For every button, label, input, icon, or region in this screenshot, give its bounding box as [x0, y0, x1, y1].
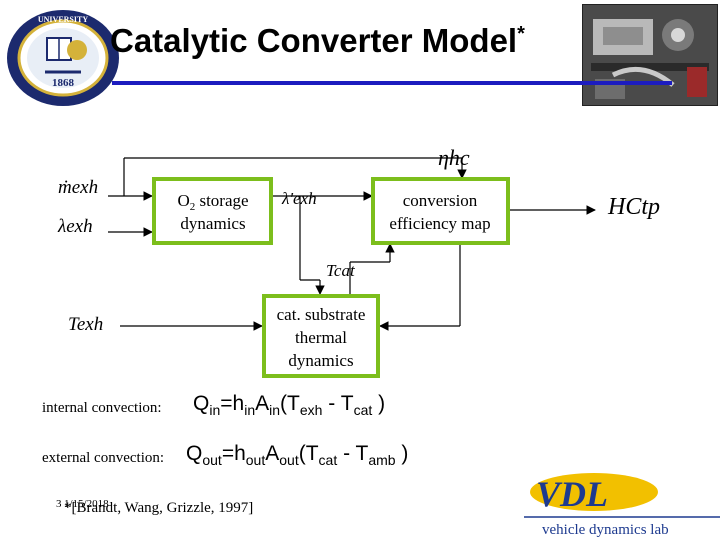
conversion-line1: conversion	[403, 191, 478, 210]
conversion-line2: efficiency map	[389, 214, 490, 233]
thermal-line1: cat. substrate	[277, 305, 366, 324]
external-convection-label: external convection:	[42, 450, 164, 466]
internal-convection-equation: Qin=hinAin(Texh - Tcat )	[193, 392, 385, 418]
mdot-exh-label: ṁexh	[58, 177, 98, 198]
slide-title-text: Catalytic Converter Model	[110, 22, 518, 59]
thermal-line2: thermal	[295, 328, 347, 347]
o2-storage-line1: O2 storage	[177, 191, 248, 213]
o2-storage-line2: dynamics	[180, 214, 245, 233]
conversion-efficiency-block: conversion efficiency map	[371, 177, 510, 245]
eta-hc-label: ηhc	[438, 145, 470, 170]
external-convection-equation: Qout=houtAout(Tcat - Tamb )	[186, 442, 408, 468]
svg-text:UNIVERSITY: UNIVERSITY	[38, 15, 88, 24]
t-exh-label: Texh	[68, 314, 103, 335]
signal-lines	[108, 157, 596, 331]
university-seal-logo: 1868 UNIVERSITY	[7, 10, 119, 106]
lambda-exh-label: λexh	[57, 216, 93, 237]
lambda-exh-prime-label: λ'exh	[281, 189, 317, 208]
vdl-logo: VDL vehicle dynamics lab	[524, 473, 720, 538]
slide-number: 3	[56, 498, 62, 510]
title-footnote-mark: *	[517, 23, 525, 45]
engine-photo	[582, 4, 718, 106]
internal-convection-label: internal convection:	[42, 400, 162, 416]
thermal-dynamics-block: cat. substrate thermal dynamics	[262, 294, 380, 378]
vdl-logo-letters: VDL	[536, 474, 608, 514]
title-underline	[112, 81, 672, 85]
svg-text:1868: 1868	[52, 77, 75, 89]
citation: *[Brandt, Wang, Grizzle, 1997]	[64, 500, 253, 516]
hc-tp-label: HCtp	[607, 194, 660, 220]
thermal-line3: dynamics	[288, 351, 353, 370]
slide-title: Catalytic Converter Model*	[110, 22, 525, 60]
vdl-logo-subtitle: vehicle dynamics lab	[542, 522, 669, 538]
slide-date: 1/15/2018	[64, 498, 109, 510]
t-cat-label: Tcat	[326, 261, 356, 280]
o2-storage-block: O2 storage dynamics	[152, 177, 273, 245]
